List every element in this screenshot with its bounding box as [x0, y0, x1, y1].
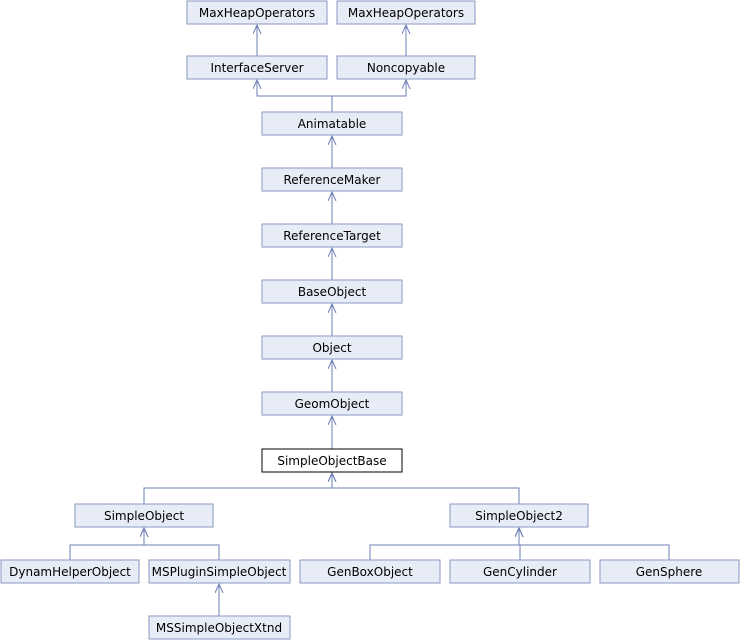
node-noncopyable[interactable]: Noncopyable: [336, 55, 476, 80]
node-object[interactable]: Object: [261, 335, 403, 360]
node-label: Animatable: [298, 117, 367, 131]
edge-animatable-noncopyable: [331, 80, 406, 112]
edge-genboxobject-simpleobject2: [369, 528, 519, 560]
node-referencetarget[interactable]: ReferenceTarget: [261, 223, 403, 248]
node-gencylinder[interactable]: GenCylinder: [449, 559, 591, 584]
node-baseobject[interactable]: BaseObject: [261, 279, 403, 304]
edge-simpleobject-simpleobjectbase: [143, 473, 332, 504]
node-label: GenCylinder: [483, 565, 557, 579]
node-label: InterfaceServer: [210, 61, 303, 75]
node-label: DynamHelperObject: [9, 565, 131, 579]
node-gensphere[interactable]: GenSphere: [599, 559, 740, 584]
node-mssimpleobjectxtnd[interactable]: MSSimpleObjectXtnd: [148, 615, 291, 640]
inheritance-edges: [69, 25, 670, 616]
node-geomobject[interactable]: GeomObject: [261, 391, 403, 416]
node-label: MSSimpleObjectXtnd: [156, 621, 282, 635]
node-label: SimpleObjectBase: [277, 454, 386, 468]
edge-simpleobject2-simpleobjectbase: [332, 473, 520, 504]
node-label: ReferenceMaker: [284, 173, 381, 187]
node-maxheapoperators-1[interactable]: MaxHeapOperators: [186, 0, 328, 25]
node-label: GeomObject: [295, 397, 370, 411]
node-simpleobject[interactable]: SimpleObject: [74, 503, 214, 528]
node-label: MaxHeapOperators: [348, 6, 464, 20]
node-label: GenSphere: [636, 565, 703, 579]
node-label: Object: [312, 341, 351, 355]
node-mspluginsimpleobject[interactable]: MSPluginSimpleObject: [148, 559, 291, 584]
node-label: SimpleObject2: [475, 509, 563, 523]
edge-gensphere-simpleobject2: [519, 528, 670, 560]
node-label: BaseObject: [298, 285, 367, 299]
node-label: Noncopyable: [367, 61, 445, 75]
node-label: SimpleObject: [104, 509, 184, 523]
node-interfaceserver[interactable]: InterfaceServer: [186, 55, 328, 80]
node-label: MaxHeapOperators: [199, 6, 315, 20]
node-referencemaker[interactable]: ReferenceMaker: [261, 167, 403, 192]
node-label: MSPluginSimpleObject: [152, 565, 287, 579]
node-dynamhelperobject[interactable]: DynamHelperObject: [0, 559, 140, 584]
node-label: ReferenceTarget: [283, 229, 381, 243]
node-maxheapoperators-2[interactable]: MaxHeapOperators: [336, 0, 476, 25]
edge-dynamhelperobject-simpleobject: [69, 528, 144, 560]
node-label: GenBoxObject: [327, 565, 413, 579]
node-simpleobjectbase[interactable]: SimpleObjectBase: [261, 448, 403, 473]
node-animatable[interactable]: Animatable: [261, 111, 403, 136]
edge-animatable-interfaceserver: [257, 80, 333, 112]
node-simpleobject2[interactable]: SimpleObject2: [449, 503, 589, 528]
node-genboxobject[interactable]: GenBoxObject: [299, 559, 441, 584]
edge-mspluginsimpleobject-simpleobject: [144, 528, 220, 560]
